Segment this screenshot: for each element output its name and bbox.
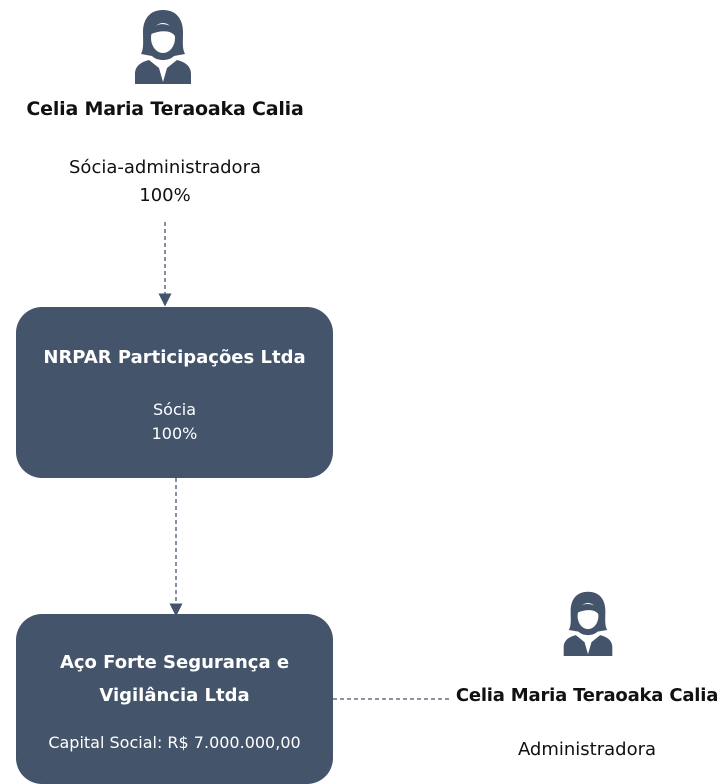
- side-person: Celia Maria Teraoaka Calia Administrador…: [452, 580, 722, 780]
- top-person-role: Sócia-administradora: [69, 157, 261, 178]
- target-company-title-line1: Aço Forte Segurança e: [59, 652, 290, 673]
- businesswoman-icon: [135, 10, 191, 84]
- side-person-role: Administradora: [517, 739, 657, 760]
- top-person-share: 100%: [139, 185, 191, 206]
- top-person: Celia Maria Teraoaka Calia Sócia-adminis…: [0, 0, 330, 210]
- businesswoman-icon: [563, 591, 613, 656]
- holding-company-role: Sócia: [153, 400, 196, 419]
- side-person-name: Celia Maria Teraoaka Calia: [455, 685, 719, 706]
- holding-company-box: NRPAR Participações Ltda Sócia 100%: [16, 307, 333, 478]
- holding-company-share: 100%: [151, 424, 198, 443]
- target-company-capital: Capital Social: R$ 7.000.000,00: [48, 733, 301, 752]
- top-person-name: Celia Maria Teraoaka Calia: [26, 98, 304, 120]
- target-company-title-line2: Vigilância Ltda: [99, 685, 250, 706]
- holding-company-title: NRPAR Participações Ltda: [43, 347, 306, 368]
- target-company-box: Aço Forte Segurança e Vigilância Ltda Ca…: [16, 614, 333, 784]
